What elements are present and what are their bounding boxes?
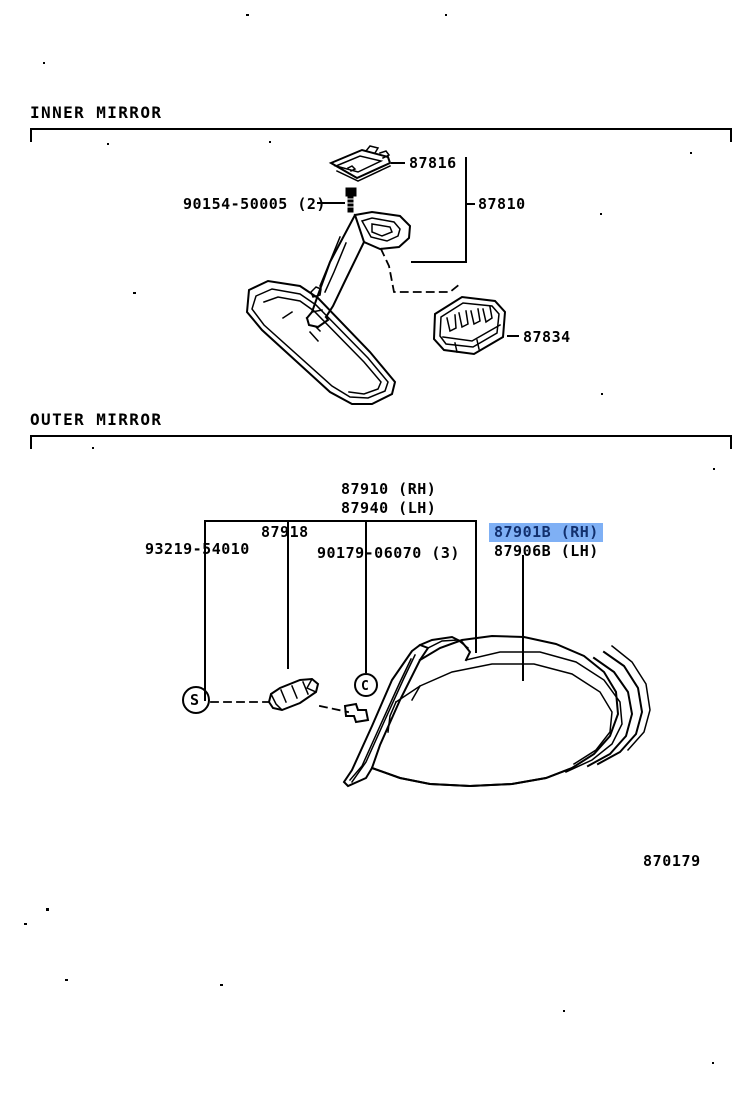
scan-speck <box>563 1010 565 1012</box>
part-label-87901b-rh-selected[interactable]: 87901B (RH) <box>489 523 603 542</box>
inner-section-bracket <box>30 128 732 142</box>
part-label-87816[interactable]: 87816 <box>409 154 457 172</box>
scan-speck <box>107 143 109 145</box>
scan-speck <box>46 908 49 911</box>
part-87834-cover <box>432 295 507 356</box>
part-label-90154-50005[interactable]: 90154-50005 (2) <box>183 195 326 213</box>
scan-speck <box>690 152 692 154</box>
bracket-87810 <box>411 157 475 263</box>
part-label-93219-54010[interactable]: 93219-54010 <box>145 540 250 558</box>
section-title-inner-mirror: INNER MIRROR <box>30 103 163 122</box>
part-label-87810[interactable]: 87810 <box>478 195 526 213</box>
symbol-c-label: C <box>361 679 370 694</box>
scan-speck <box>445 14 447 16</box>
scan-speck <box>601 393 603 395</box>
part-90154-screw <box>345 187 357 213</box>
scan-speck <box>92 447 94 449</box>
scan-speck <box>220 984 223 986</box>
part-label-87906b-lh[interactable]: 87906B (LH) <box>494 542 599 560</box>
part-87918-screw <box>267 677 320 712</box>
scan-speck <box>246 14 249 16</box>
scan-speck <box>600 213 602 215</box>
scan-speck <box>65 979 68 981</box>
part-87816-clip <box>328 145 392 182</box>
part-label-90179-06070[interactable]: 90179-06070 (3) <box>317 544 460 562</box>
scan-speck <box>24 923 27 925</box>
part-label-87910-rh[interactable]: 87910 (RH) <box>341 480 437 498</box>
outer-mirror-illustration <box>342 634 651 788</box>
part-label-87918[interactable]: 87918 <box>261 523 309 541</box>
section-title-outer-mirror: OUTER MIRROR <box>30 410 163 429</box>
scan-speck <box>713 468 715 470</box>
part-grommet-tab <box>343 702 370 724</box>
outer-section-bracket <box>30 435 732 449</box>
figure-number: 870179 <box>643 852 701 870</box>
inner-mirror-illustration <box>245 210 412 405</box>
part-label-87834[interactable]: 87834 <box>523 328 571 346</box>
symbol-s-label: S <box>190 691 200 709</box>
scan-speck <box>712 1062 714 1064</box>
dashed-connector-87834 <box>379 247 462 293</box>
dashed-assembly-line <box>210 701 350 714</box>
part-label-87940-lh[interactable]: 87940 (LH) <box>341 499 437 517</box>
scan-speck <box>43 62 45 64</box>
scan-speck <box>269 141 271 143</box>
scan-speck <box>133 292 136 294</box>
